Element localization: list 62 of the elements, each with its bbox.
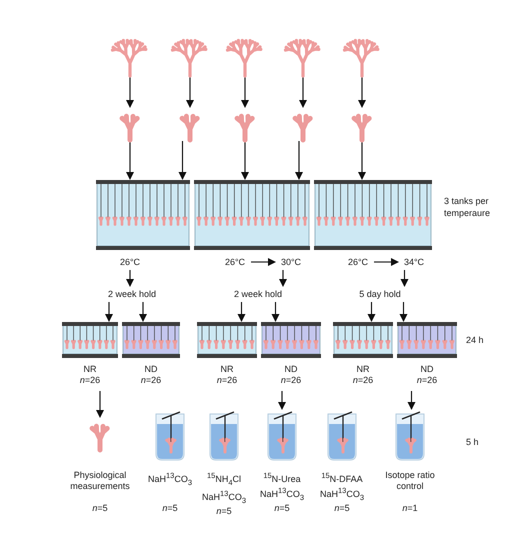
- sample-size-label: n=26: [216, 375, 238, 386]
- arrow: [278, 391, 286, 410]
- arrow: [279, 270, 287, 287]
- sample-size-label: n=5: [216, 506, 232, 517]
- sample-size-label: n=26: [352, 375, 374, 386]
- tank-type-label: ND: [284, 364, 298, 375]
- arrow: [105, 302, 113, 322]
- arrow: [358, 141, 366, 180]
- treatment-label: $^{15}$N-DFAA: [321, 470, 363, 485]
- sample-size-label: n=26: [280, 375, 302, 386]
- arrow: [238, 302, 246, 322]
- sample-size-label: n=5: [274, 502, 290, 514]
- treatment-label: NaH$^{13}$CO$_{3}$: [320, 485, 364, 503]
- tank-type-label: ND: [144, 364, 158, 375]
- duration-label: 24 h: [466, 334, 484, 346]
- treatment-label: NaH$^{13}$CO$_{3}$: [148, 470, 192, 488]
- sample-size-label: n=5: [92, 503, 108, 514]
- temperature-label: 26°C: [220, 255, 250, 269]
- arrow: [358, 77, 366, 108]
- arrow: [400, 302, 408, 322]
- temperature-label: 26°C: [343, 255, 373, 269]
- arrow: [251, 258, 276, 266]
- tank-type-label: NR: [220, 364, 234, 375]
- temperature-label: 30°C: [276, 255, 306, 269]
- sample-size-label: n=5: [334, 502, 350, 514]
- arrow: [139, 302, 147, 322]
- treatment-label: NaH$^{13}$CO$_{3}$: [260, 485, 304, 503]
- duration-label: 5 h: [466, 436, 479, 448]
- arrow: [374, 258, 399, 266]
- hold-duration-label: 2 week hold: [226, 287, 290, 301]
- sample-size-label: n=5: [162, 503, 178, 514]
- arrow: [295, 141, 303, 180]
- treatment-label: NaH$^{13}$CO$_{3}$: [202, 488, 246, 506]
- arrow: [126, 270, 134, 287]
- arrow: [178, 141, 186, 180]
- treatment-label: $^{15}$NH$_{4}$Cl: [206, 470, 241, 488]
- arrow: [368, 302, 376, 322]
- arrow: [126, 77, 134, 108]
- arrow: [299, 77, 307, 108]
- tank-type-label: NR: [84, 364, 96, 375]
- tank-count-note: 3 tanks per temperaure: [444, 195, 492, 219]
- arrow: [241, 77, 249, 108]
- treatment-label: Isotope ratio control: [384, 470, 436, 492]
- temperature-label: 34°C: [399, 255, 429, 269]
- arrow: [126, 141, 134, 180]
- arrow: [96, 391, 104, 418]
- hold-duration-label: 5 day hold: [350, 287, 410, 301]
- treatment-label: Physiological measurements: [70, 470, 130, 492]
- hold-duration-label: 2 week hold: [100, 287, 164, 301]
- arrow: [186, 77, 194, 108]
- arrow: [408, 391, 416, 410]
- sample-size-label: n=26: [416, 375, 438, 386]
- arrow: [272, 302, 280, 322]
- tank-type-label: NR: [356, 364, 370, 375]
- arrow: [241, 141, 249, 180]
- tank-type-label: ND: [420, 364, 434, 375]
- temperature-label: 26°C: [115, 255, 145, 269]
- treatment-label: $^{15}$N-Urea: [263, 470, 301, 485]
- sample-size-label: n=26: [80, 375, 100, 386]
- arrow: [400, 270, 408, 287]
- sample-size-label: n=26: [140, 375, 162, 386]
- sample-size-label: n=1: [402, 503, 418, 514]
